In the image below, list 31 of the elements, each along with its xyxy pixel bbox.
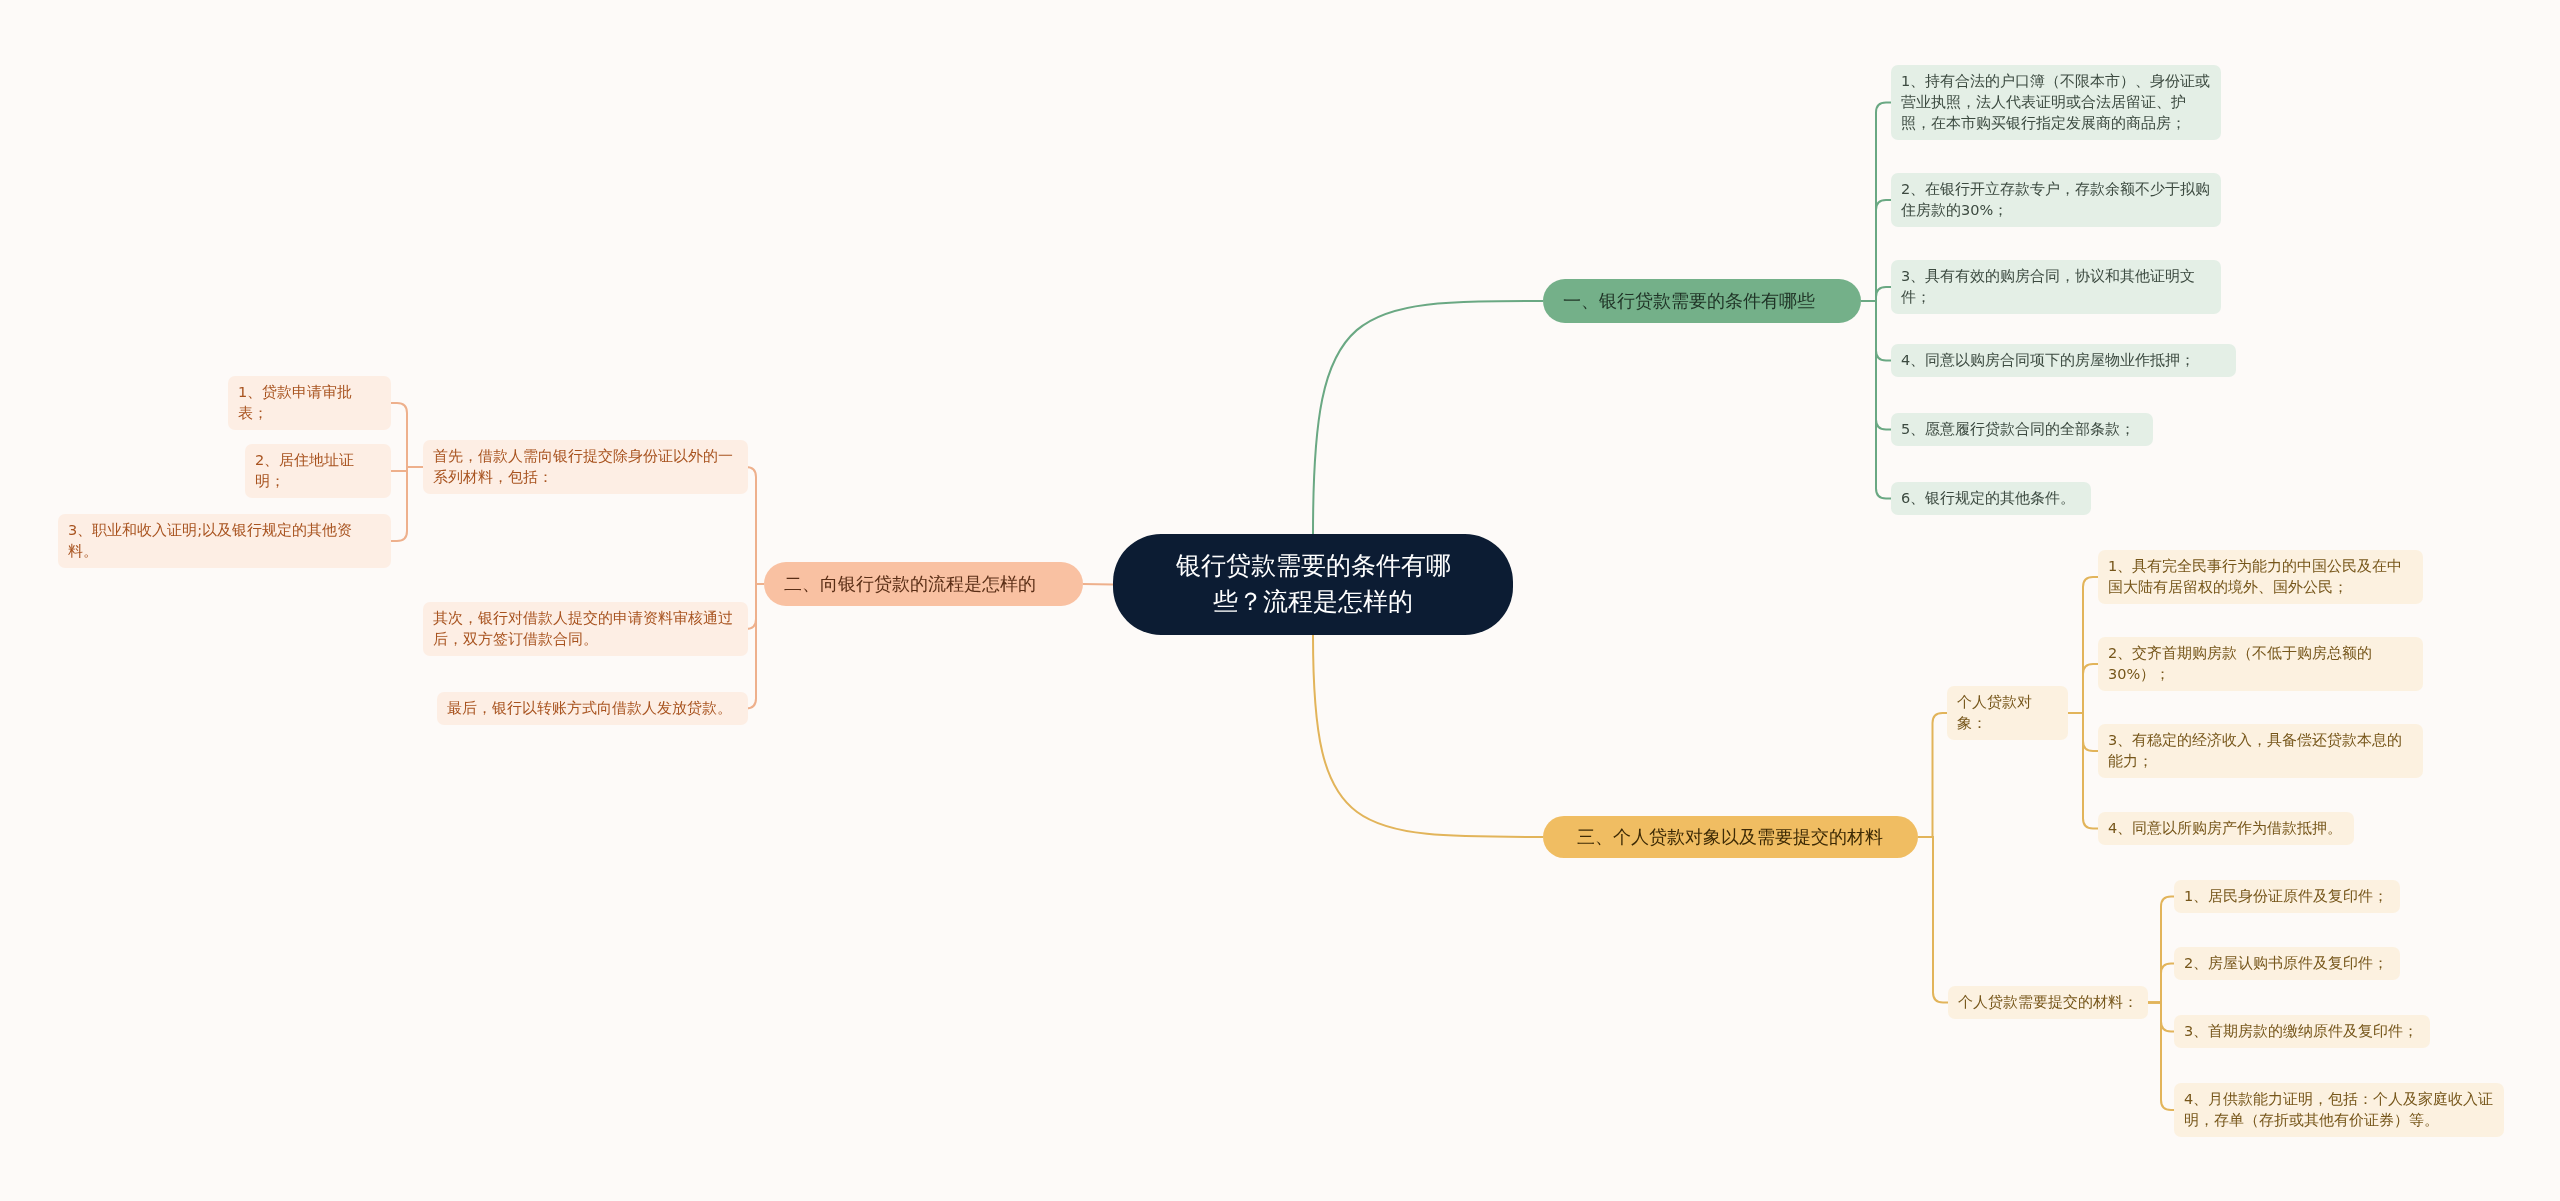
subtopic-box: 1、持有合法的户口簿（不限本市）、身份证或营业执照，法人代表证明或合法居留证、护照，在本市购买银行指定发展商的商品房； — [1891, 65, 2221, 141]
subtopic-box: 个人贷款需要提交的材料： — [1948, 986, 2148, 1019]
branch-topic: 一、银行贷款需要的条件有哪些 — [1543, 279, 1861, 324]
subtopic-box: 个人贷款对象： — [1947, 686, 2068, 741]
branch-topic: 三、个人贷款对象以及需要提交的材料 — [1543, 816, 1918, 859]
subtopic-box: 首先，借款人需向银行提交除身份证以外的一系列材料，包括： — [423, 440, 748, 495]
subtopic-box: 2、居住地址证明； — [245, 444, 391, 499]
connector-line — [2147, 1001, 2175, 1111]
subtopic-box: 4、同意以所购房产作为借款抵押。 — [2098, 812, 2354, 845]
subtopic-box: 3、职业和收入证明;以及银行规定的其他资料。 — [58, 514, 391, 569]
branch-topic: 二、向银行贷款的流程是怎样的 — [764, 562, 1083, 607]
subtopic-box: 3、具有有效的购房合同，协议和其他证明文件； — [1891, 260, 2221, 315]
subtopic-box: 4、月供款能力证明，包括：个人及家庭收入证明，存单（存折或其他有价证券）等。 — [2174, 1083, 2504, 1138]
subtopic-box: 2、房屋认购书原件及复印件； — [2174, 947, 2400, 980]
subtopic-box: 6、银行规定的其他条件。 — [1891, 482, 2091, 515]
subtopic-box: 1、贷款申请审批表； — [228, 376, 391, 431]
subtopic-box: 3、首期房款的缴纳原件及复印件； — [2174, 1015, 2430, 1048]
central-topic: 银行贷款需要的条件有哪些？流程是怎样的 — [1113, 534, 1513, 635]
subtopic-box: 1、居民身份证原件及复印件； — [2174, 880, 2400, 913]
subtopic-box: 3、有稳定的经济收入，具备偿还贷款本息的能力； — [2098, 724, 2423, 779]
connector-line — [1917, 836, 1949, 1004]
connector-line — [1312, 300, 1544, 535]
subtopic-box: 1、具有完全民事行为能力的中国公民及在中国大陆有居留权的境外、国外公民； — [2098, 550, 2423, 605]
connector-line — [1312, 634, 1544, 838]
subtopic-box: 4、同意以购房合同项下的房屋物业作抵押； — [1891, 344, 2236, 377]
subtopic-box: 2、交齐首期购房款（不低于购房总额的30%）； — [2098, 637, 2423, 692]
subtopic-box: 2、在银行开立存款专户，存款余额不少于拟购住房款的30%； — [1891, 173, 2221, 228]
subtopic-box: 其次，银行对借款人提交的申请资料审核通过后，双方签订借款合同。 — [423, 602, 748, 657]
connector-line — [1082, 583, 1114, 586]
subtopic-box: 5、愿意履行贷款合同的全部条款； — [1891, 413, 2153, 446]
subtopic-box: 最后，银行以转账方式向借款人发放贷款。 — [437, 692, 748, 725]
